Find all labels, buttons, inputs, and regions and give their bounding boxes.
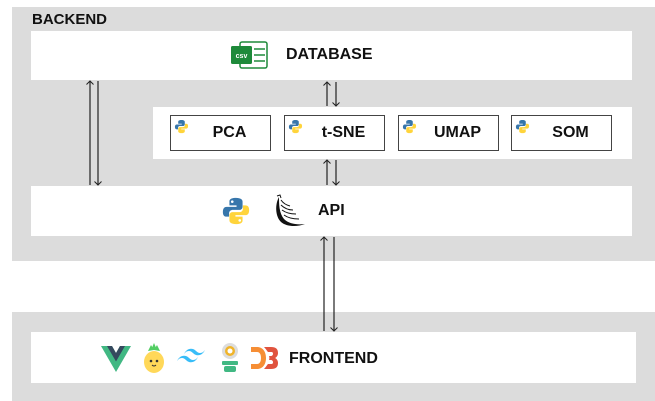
db-algo-arrows [323,81,340,107]
algo-umap-label: UMAP [433,124,482,141]
flask-icon [271,194,307,228]
algo-som: SOM [511,115,612,151]
pinia-icon [143,342,165,374]
frontend-box: FRONTEND [31,332,636,383]
api-box: API [31,186,632,236]
algo-api-arrows [323,159,340,186]
d3-icon [251,347,279,369]
backend-label: BACKEND [32,11,107,28]
tailwind-icon [176,348,206,366]
database-box: csv DATABASE [31,31,632,80]
algo-tsne: t-SNE [284,115,385,151]
csv-file-icon: csv [230,41,270,69]
frontend-title: FRONTEND [289,350,378,367]
db-api-arrows [86,80,102,186]
python-icon [174,119,189,134]
api-title: API [318,202,345,219]
database-title: DATABASE [286,46,373,63]
api-frontend-arrows [320,236,338,332]
algo-tsne-label: t-SNE [321,124,366,141]
python-icon [288,119,303,134]
algo-pca-label: PCA [212,124,247,141]
algo-umap: UMAP [398,115,499,151]
python-icon [515,119,530,134]
vue-icon [101,346,131,372]
algo-som-label: SOM [552,124,589,141]
vite-icon [219,342,241,374]
python-icon [221,196,251,226]
algo-pca: PCA [170,115,271,151]
python-icon [402,119,417,134]
svg-text:csv: csv [236,53,248,60]
